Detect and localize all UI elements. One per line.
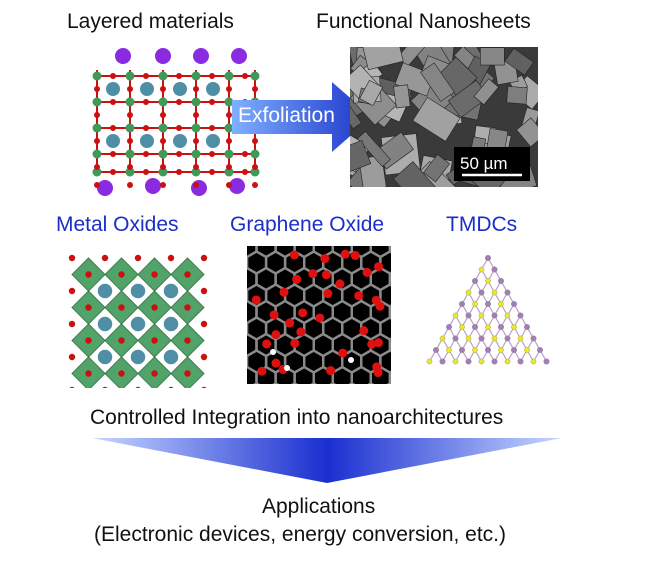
tmdcs-label: TMDCs xyxy=(446,213,518,236)
exfoliation-arrow xyxy=(232,82,372,152)
scale-bar-label: 50 µm xyxy=(460,154,508,173)
metal-oxides-label: Metal Oxides xyxy=(56,213,179,236)
applications-title: Applications xyxy=(262,495,376,518)
tmdc-triangle-structure xyxy=(426,255,550,365)
layered-materials-title: Layered materials xyxy=(67,10,234,33)
graphene-oxide-label: Graphene Oxide xyxy=(230,213,385,236)
metal-oxide-nanosheet-structure xyxy=(68,254,208,388)
integration-text: Controlled Integration into nanoarchitec… xyxy=(90,406,504,429)
functional-nanosheets-title: Functional Nanosheets xyxy=(316,10,531,33)
nanosheet-sem-image xyxy=(350,47,538,187)
integration-funnel-arrow xyxy=(92,438,562,483)
graphene-oxide-structure xyxy=(247,246,391,384)
applications-detail: (Electronic devices, energy conversion, … xyxy=(94,523,507,546)
layered-crystal-structure xyxy=(92,48,260,196)
exfoliation-label: Exfoliation xyxy=(238,104,335,127)
